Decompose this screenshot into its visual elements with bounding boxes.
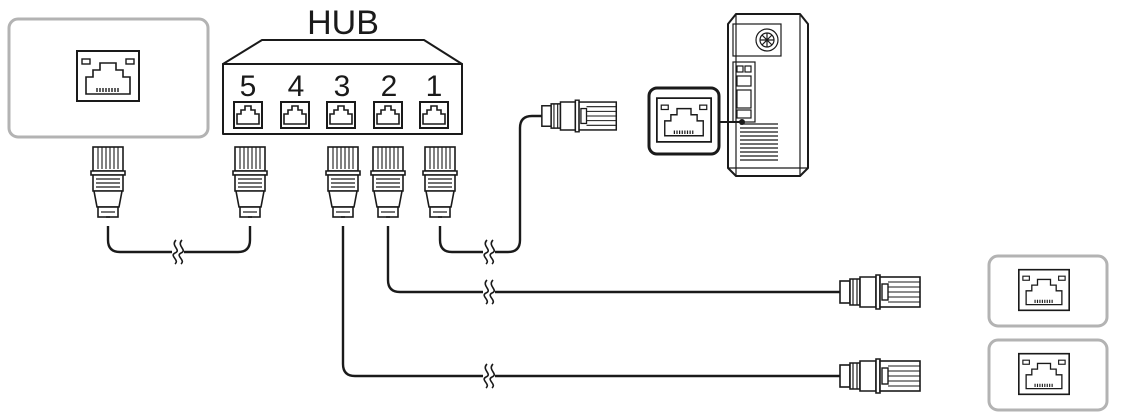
hub: HUB 5 4 3 2 1 [222,4,463,135]
desktop-tower-icon [727,13,809,177]
computer-lan-port-icon [655,97,713,143]
hub-port-label-4: 4 [288,70,305,103]
device-left [7,17,210,139]
cable-port-1-to-computer [438,114,544,265]
hub-port-label-3: 3 [334,70,351,103]
plug-device-right-bottom-icon [839,358,921,394]
cable-device-left-to-port-5 [106,226,252,265]
hub-port-3-icon [326,101,356,129]
hub-port-5-icon [233,101,263,129]
lan-port-icon [76,50,140,102]
hub-port-label-5: 5 [240,70,257,103]
device-right-top [987,254,1109,328]
computer [647,13,809,177]
plug-hub-port-5-icon [232,146,268,218]
cable-break-icon [171,239,185,265]
plug-device-left-icon [90,146,126,218]
hub-port-label-2: 2 [381,70,398,103]
plug-device-right-top-icon [839,274,921,310]
lan-port-icon [1017,268,1071,312]
cable-break-icon [482,363,496,389]
hub-port-1-icon [419,101,449,129]
cable-port-3-to-device-right-bottom [341,226,842,389]
hub-port-4-icon [280,101,310,129]
device-right-bottom [987,338,1109,412]
hub-port-2-icon [373,101,403,129]
cable-break-icon [482,239,496,265]
hub-port-label-1: 1 [426,70,443,103]
hub-title: HUB [307,4,379,42]
cable-break-icon [482,279,496,305]
plug-hub-port-2-icon [370,146,406,218]
plug-computer-icon [541,99,618,133]
plug-hub-port-3-icon [325,146,361,218]
plug-hub-port-1-icon [422,146,458,218]
cable-port-2-to-device-right-top [386,226,842,305]
lan-port-icon [1017,352,1071,396]
